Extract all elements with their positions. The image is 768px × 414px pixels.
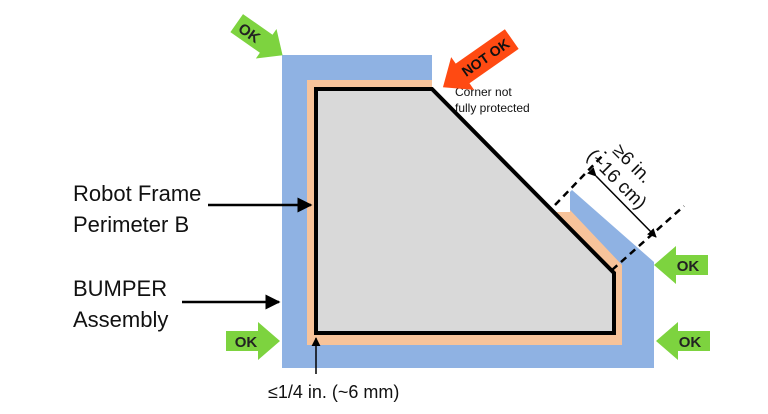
corner-note-line2: fully protected: [455, 101, 530, 115]
dim-ext-line-top: [554, 151, 607, 206]
bumper-label-line1: BUMPER: [73, 276, 167, 301]
svg-text:OK: OK: [677, 258, 700, 275]
svg-text:OK: OK: [679, 334, 702, 351]
frame-label-line1: Robot Frame: [73, 181, 201, 206]
ok-indicator-right-mid: OK: [654, 246, 708, 284]
frame-label-line2: Perimeter B: [73, 212, 189, 237]
dim-label: ≥6 in. (~16 cm): [582, 140, 655, 213]
ok-indicator-bottom-left: OK: [226, 322, 280, 360]
svg-text:OK: OK: [235, 334, 258, 351]
dim-arrow: [587, 167, 657, 238]
bumper-label-line2: Assembly: [73, 307, 168, 332]
gap-note: ≤1/4 in. (~6 mm): [268, 382, 399, 402]
dim-ext-line-bottom: [611, 205, 685, 271]
frame-outline: [314, 87, 616, 335]
ok-indicator-bottom-right: OK: [656, 322, 710, 360]
